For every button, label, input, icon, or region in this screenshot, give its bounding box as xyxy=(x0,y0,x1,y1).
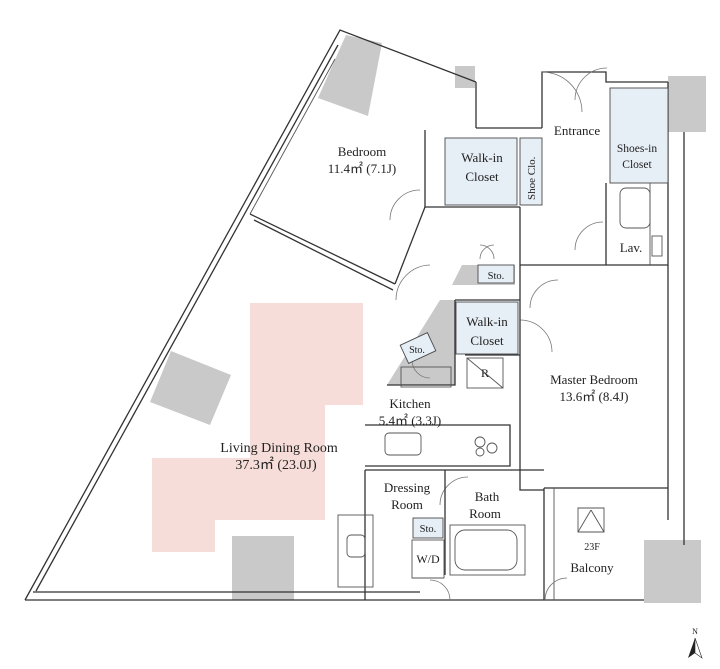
shoes-in-closet-line1: Shoes-in xyxy=(617,143,658,155)
storage-1-area xyxy=(477,264,515,284)
kitchen-name: Kitchen xyxy=(389,396,431,411)
shoes-in-closet-area xyxy=(609,87,669,184)
shoes-in-closet-line2: Closet xyxy=(622,159,652,171)
refrigerator-space xyxy=(466,357,504,389)
walkin-closet-2-area xyxy=(455,301,519,355)
balcony-floor: 23F xyxy=(584,542,600,553)
entrance-label: Entrance xyxy=(554,123,600,138)
storage-3-area xyxy=(412,517,444,539)
storage-3-label: Sto. xyxy=(420,524,437,535)
bedroom-area: 11.4㎡ (7.1J) xyxy=(328,161,397,176)
master-bedroom-area: 13.6㎡ (8.4J) xyxy=(560,389,629,404)
walkin-closet-2-line1: Walk-in xyxy=(466,314,508,329)
vanity xyxy=(337,514,374,588)
dressing-room-line1: Dressing xyxy=(384,480,431,495)
walkin-closet-1-line2: Closet xyxy=(465,169,499,184)
storage-2-label: Sto. xyxy=(409,345,425,356)
north-arrow-icon: N xyxy=(688,627,703,659)
interior-walls xyxy=(337,183,668,600)
living-dining-highlight xyxy=(152,303,363,552)
doors xyxy=(389,67,608,601)
compass-label: N xyxy=(692,627,698,636)
bath-room-line1: Bath xyxy=(475,489,500,504)
refrigerator-label: R xyxy=(481,366,489,380)
walkin-closet-1-area xyxy=(444,137,518,206)
master-bedroom-name: Master Bedroom xyxy=(550,372,638,387)
kitchen-sink xyxy=(384,432,422,456)
walkin-closet-2-line2: Closet xyxy=(470,333,504,348)
room-labels: Bedroom 11.4㎡ (7.1J) Walk-in Closet Shoe… xyxy=(220,123,657,575)
bath-room-line2: Room xyxy=(469,506,501,521)
storage-2-area xyxy=(399,331,437,365)
balcony-name: Balcony xyxy=(570,560,614,575)
living-dining-name: Living Dining Room xyxy=(220,441,338,456)
dressing-room-line2: Room xyxy=(391,497,423,512)
bedroom-walls xyxy=(249,58,542,291)
walkin-closet-1-line1: Walk-in xyxy=(461,150,503,165)
washer-dryer-label: W/D xyxy=(416,552,440,566)
kitchen-area: 5.4㎡ (3.3J) xyxy=(379,413,441,428)
lav-label: Lav. xyxy=(620,240,643,255)
shoe-closet-area xyxy=(519,137,543,206)
storage-1-label: Sto. xyxy=(488,271,505,282)
shoe-closet-label: Shoe Clo. xyxy=(526,156,538,200)
bathtub xyxy=(454,529,518,571)
living-dining-area: 37.3㎡ (23.0J) xyxy=(235,457,317,473)
bedroom-name: Bedroom xyxy=(338,144,386,159)
